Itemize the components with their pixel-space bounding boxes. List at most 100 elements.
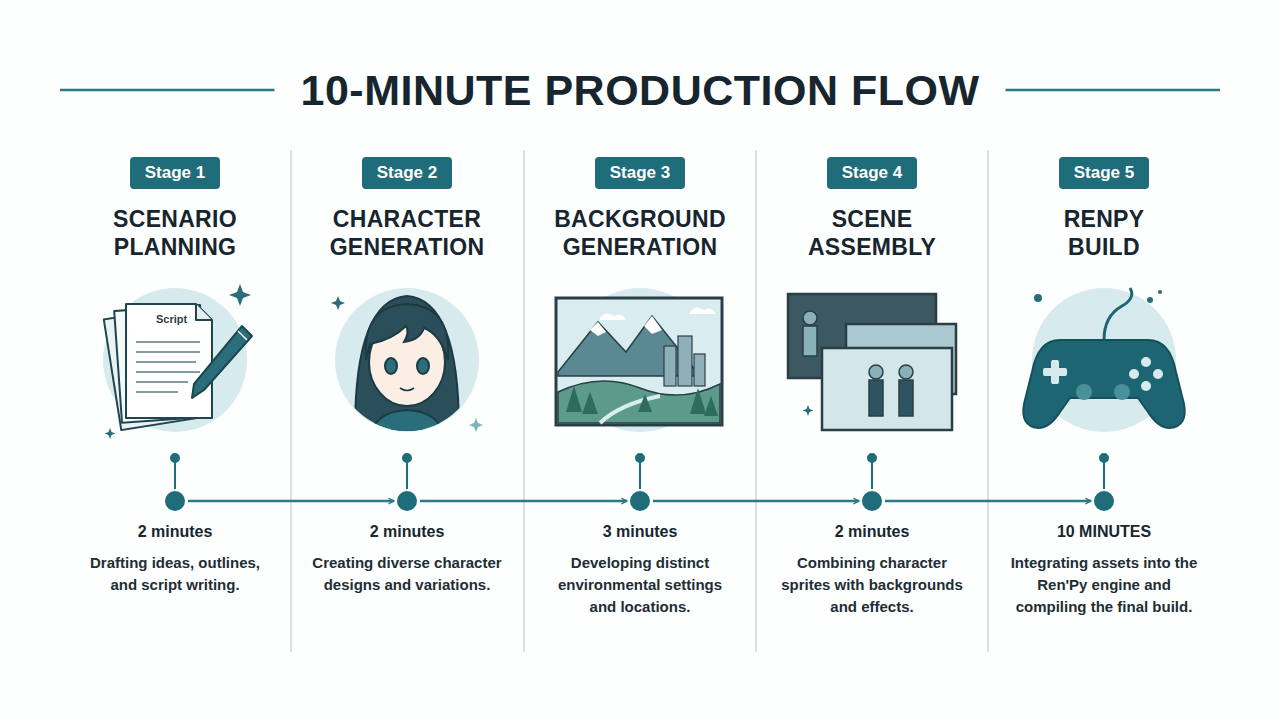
script-icon [192, 326, 252, 398]
background-icon [638, 394, 652, 412]
timeline-dot [164, 490, 1115, 512]
background-icon [690, 388, 706, 414]
duration-label: 2 minutes [294, 522, 520, 542]
character-icon [366, 304, 449, 360]
scene-icon [803, 311, 913, 416]
sparkle [105, 428, 116, 439]
background-icon [558, 381, 720, 423]
gamepad-icon [1114, 384, 1130, 400]
gamepad-icon [1034, 290, 1162, 303]
script-icon [126, 304, 212, 418]
background-icon [556, 298, 722, 425]
stage-column: Stage 2 CHARACTER GENERATION 2 minutesCrea… [294, 150, 520, 640]
icon-label: Script [156, 313, 187, 325]
sparkle [229, 284, 251, 306]
stage-column: Stage 3 BACKGROUND GENERATION 3 minutesDev… [527, 150, 753, 640]
background-icon [566, 386, 718, 416]
gamepad-icon [1129, 369, 1139, 379]
timeline-dot [1093, 490, 1115, 512]
sparkle [331, 296, 345, 310]
stage-badge: Stage 4 [827, 157, 917, 189]
background-icon [556, 298, 722, 425]
background-icon [678, 336, 692, 386]
timeline-dot [629, 490, 651, 512]
timeline-arrow [420, 500, 627, 503]
script-icon [136, 342, 200, 392]
title-block: 10-MINUTE PRODUCTION FLOW [0, 62, 1280, 118]
script-icon [136, 351, 200, 353]
stage-description: Drafting ideas, outlines, and script wri… [79, 552, 271, 596]
gamepad-icon [1141, 381, 1151, 391]
background-icon [582, 392, 598, 414]
column-divider [755, 150, 757, 652]
stage-description: Combining character sprites with backgro… [776, 552, 968, 618]
background-icon [704, 396, 718, 416]
stage-heading: SCENE ASSEMBLY [777, 205, 967, 261]
gamepad-icon [1153, 369, 1163, 379]
background-icon [600, 313, 626, 320]
column-divider [290, 150, 292, 652]
script-icon [136, 341, 200, 343]
timeline-dot [861, 490, 883, 512]
sparkle [469, 418, 483, 432]
background-icon [664, 346, 676, 386]
stage-column: Stage 4 SCENE ASSEMBLY 2 minutesCombining … [759, 150, 985, 640]
background-icon [690, 307, 716, 314]
timeline-pin [171, 454, 1108, 491]
diagram-title: 10-MINUTE PRODUCTION FLOW [301, 66, 980, 114]
duration-label: 2 minutes [62, 522, 288, 542]
stage-badge: Stage 2 [362, 157, 452, 189]
character-icon [400, 388, 414, 391]
duration-label: 10 MINUTES [991, 522, 1217, 542]
stage-heading: BACKGROUND GENERATION [540, 205, 740, 261]
title-rule [60, 89, 275, 92]
timeline-pin [171, 454, 179, 462]
stage-description: Developing distinct environmental settin… [544, 552, 736, 618]
sparkle [803, 405, 814, 416]
timeline-pin [868, 454, 876, 462]
gamepad-icon [1104, 288, 1132, 340]
scene-icon [803, 311, 817, 325]
timeline-dot [396, 490, 418, 512]
gamepad-icon [1034, 294, 1042, 302]
background-icon [664, 336, 705, 386]
script-icon [196, 304, 212, 320]
duration-label: 2 minutes [759, 522, 985, 542]
character-icon [417, 358, 429, 374]
gamepad-icon [1043, 368, 1067, 376]
column-divider [523, 150, 525, 652]
title-rule [1005, 89, 1220, 92]
character-icon [385, 358, 397, 374]
duration-label: 3 minutes [527, 522, 753, 542]
timeline-arrow [188, 500, 394, 503]
stage-description: Creating diverse character designs and v… [311, 552, 503, 596]
character-icon [370, 410, 444, 440]
scene-icon [803, 326, 817, 356]
script-icon [104, 304, 252, 430]
scene-icon [899, 380, 913, 416]
stage-badge: Stage 3 [595, 157, 685, 189]
stage-heading: CHARACTER GENERATION [312, 205, 502, 261]
character-icon [355, 296, 459, 440]
icon-circle [103, 288, 1176, 432]
background-icon [566, 386, 582, 412]
scene-icon [899, 365, 913, 379]
gamepad-icon [1023, 340, 1184, 428]
scene-icon [869, 365, 883, 379]
script-icon [136, 391, 178, 393]
stage-heading: SCENARIO PLANNING [80, 205, 270, 261]
stage-column: Stage 1 SCENARIO PLANNING 2 minutesDraftin… [62, 150, 288, 640]
timeline-arrow [885, 500, 1091, 503]
timeline-arrow [653, 500, 859, 503]
script-icon [136, 381, 188, 383]
timeline-pin [1100, 454, 1108, 462]
scene-icon [869, 380, 883, 416]
gamepad-icon [1043, 357, 1163, 400]
scene-icon [822, 348, 952, 430]
stage-badge: Stage 1 [130, 157, 220, 189]
column-divider [987, 150, 989, 652]
script-icon [238, 331, 247, 340]
column-divider [291, 150, 988, 652]
